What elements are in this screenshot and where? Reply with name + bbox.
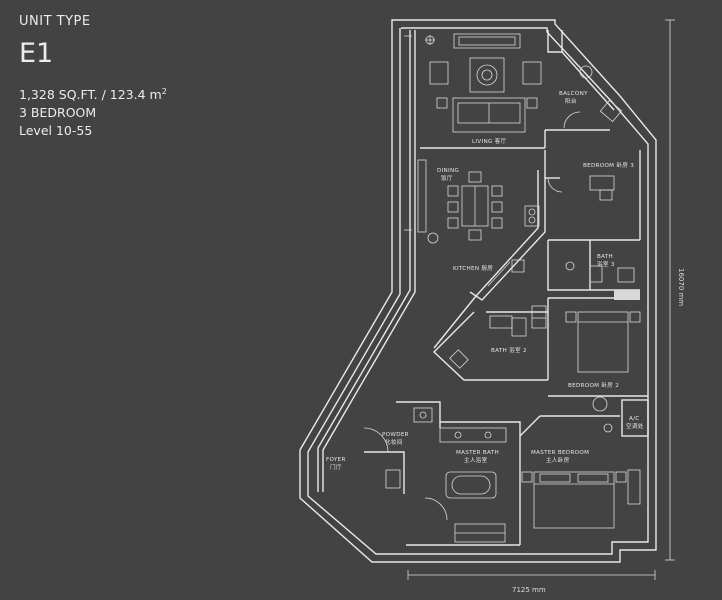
height-dimension: 16070 mm xyxy=(665,19,685,561)
room-label-ac-cn: 空调处 xyxy=(626,422,644,430)
room-label-master-bath: MASTER BATH xyxy=(456,450,499,456)
room-label-bath-2: BATH 浴室 2 xyxy=(491,346,527,354)
bath-3: BATH 浴室 3 xyxy=(547,240,640,291)
room-label-dining-cn: 饭厅 xyxy=(441,174,453,182)
room-label-living: LIVING 客厅 xyxy=(472,137,507,145)
dimension-height-label: 16070 mm xyxy=(677,268,685,306)
room-label-master-bedroom: MASTER BEDROOM xyxy=(531,450,589,456)
unit-area-superscript: 2 xyxy=(161,87,167,96)
master-bedroom: MASTER BEDROOM 主人卧房 xyxy=(519,415,641,529)
room-label-powder-cn: 化妆间 xyxy=(385,438,403,446)
room-label-bedroom-2: BEDROOM 卧房 2 xyxy=(568,381,619,389)
bedroom-2: BEDROOM 卧房 2 xyxy=(548,311,648,412)
room-label-bath-3-cn: 浴室 3 xyxy=(597,260,615,268)
dimension-width-label: 7125 mm xyxy=(512,586,546,594)
unit-area-value: 1,328 SQ.FT. / 123.4 m xyxy=(19,87,162,103)
unit-levels: Level 10-55 xyxy=(19,123,93,139)
room-label-master-bedroom-cn: 主人卧房 xyxy=(546,456,570,464)
living-room: LIVING 客厅 xyxy=(420,33,545,149)
unit-info-panel: UNIT TYPE E1 1,328 SQ.FT. / 123.4 m2 3 B… xyxy=(19,14,259,140)
foyer: FOYER 门厅 xyxy=(326,427,405,494)
corridor-walls xyxy=(433,290,640,380)
room-label-dining: DINING xyxy=(437,168,459,174)
room-label-balcony-cn: 阳台 xyxy=(565,97,577,105)
kitchen: KITCHEN 厨房 xyxy=(453,170,546,301)
room-label-kitchen: KITCHEN 厨房 xyxy=(453,264,493,272)
room-label-bath-3: BATH xyxy=(597,254,613,260)
room-label-foyer-cn: 门厅 xyxy=(330,463,342,471)
width-dimension: 7125 mm xyxy=(407,570,656,594)
master-bath: MASTER BATH 主人浴室 xyxy=(406,421,521,546)
room-label-foyer: FOYER xyxy=(326,457,346,463)
balcony: BALCONY 阳台 xyxy=(544,30,623,148)
unit-area: 1,328 SQ.FT. / 123.4 m2 xyxy=(19,83,259,104)
ac-ledge: A/C 空调处 xyxy=(621,399,649,437)
outer-walls xyxy=(299,19,657,563)
room-label-powder: POWDER xyxy=(382,432,409,438)
room-label-balcony: BALCONY xyxy=(559,91,588,97)
bath-2: BATH 浴室 2 xyxy=(432,305,548,381)
unit-code: E1 xyxy=(19,38,54,69)
room-label-ac: A/C xyxy=(629,416,640,422)
unit-bedrooms: 3 BEDROOM xyxy=(19,105,97,121)
room-label-master-bath-cn: 主人浴室 xyxy=(464,456,488,464)
unit-type-label: UNIT TYPE xyxy=(19,14,91,29)
dining-area: DINING 饭厅 xyxy=(417,159,503,244)
powder-room: POWDER 化妆间 xyxy=(382,401,441,446)
bedroom-3: BEDROOM 卧房 3 xyxy=(544,150,641,241)
room-label-bedroom-3: BEDROOM 卧房 3 xyxy=(583,161,634,169)
